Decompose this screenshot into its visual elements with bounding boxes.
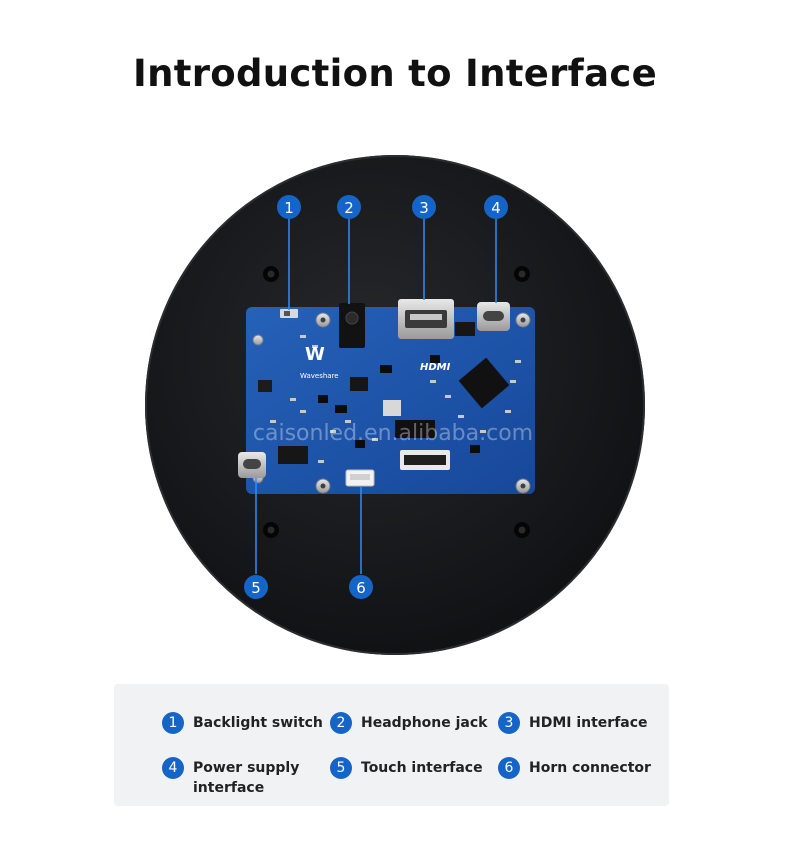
svg-text:3: 3 [419, 199, 429, 217]
callout-badge-3: 3 [412, 195, 436, 219]
legend-label: Touch interface [361, 760, 483, 776]
hdmi-silkscreen: HDMI [420, 362, 451, 373]
callout-badge-5: 5 [244, 575, 268, 599]
legend-panel: 1 Backlight switch 2 Headphone jack 3 HD… [114, 684, 669, 806]
callout-badge-2: 2 [337, 195, 361, 219]
svg-text:2: 2 [344, 199, 354, 217]
waveshare-text: Waveshare [300, 372, 339, 380]
legend-number: 3 [498, 712, 520, 734]
legend-label: Horn connector [529, 760, 651, 776]
legend-label: Headphone jack [361, 715, 488, 731]
callout-badge-4: 4 [484, 195, 508, 219]
product-figure: W Waveshare HDMI caisonled.en.alibaba.co… [145, 155, 645, 655]
driver-board: W Waveshare HDMI [238, 299, 535, 494]
svg-text:4: 4 [491, 199, 501, 217]
legend-item-backlight-switch: 1 Backlight switch [162, 712, 323, 734]
legend-label: Power supply interface [193, 760, 300, 796]
legend-number: 5 [330, 757, 352, 779]
legend-number: 2 [330, 712, 352, 734]
legend-item-hdmi-interface: 3 HDMI interface [498, 712, 648, 734]
legend-number: 4 [162, 757, 184, 779]
legend-item-power-supply-interface: 4 Power supply interface [162, 757, 302, 798]
svg-text:5: 5 [251, 579, 261, 597]
leader-lines [255, 219, 497, 574]
watermark: caisonled.en.alibaba.com [253, 421, 533, 446]
waveshare-logo: W [305, 344, 325, 365]
legend-item-headphone-jack: 2 Headphone jack [330, 712, 487, 734]
legend-number: 1 [162, 712, 184, 734]
legend-label: Backlight switch [193, 715, 323, 731]
legend-item-horn-connector: 6 Horn connector [498, 757, 651, 779]
legend-label: HDMI interface [529, 715, 648, 731]
legend-number: 6 [498, 757, 520, 779]
callout-badge-6: 6 [349, 575, 373, 599]
mounting-holes [263, 266, 530, 538]
page-title: Introduction to Interface [133, 52, 657, 95]
svg-text:1: 1 [284, 199, 294, 217]
callout-badge-1: 1 [277, 195, 301, 219]
svg-text:6: 6 [356, 579, 366, 597]
display-rim [145, 155, 645, 655]
legend-item-touch-interface: 5 Touch interface [330, 757, 483, 779]
